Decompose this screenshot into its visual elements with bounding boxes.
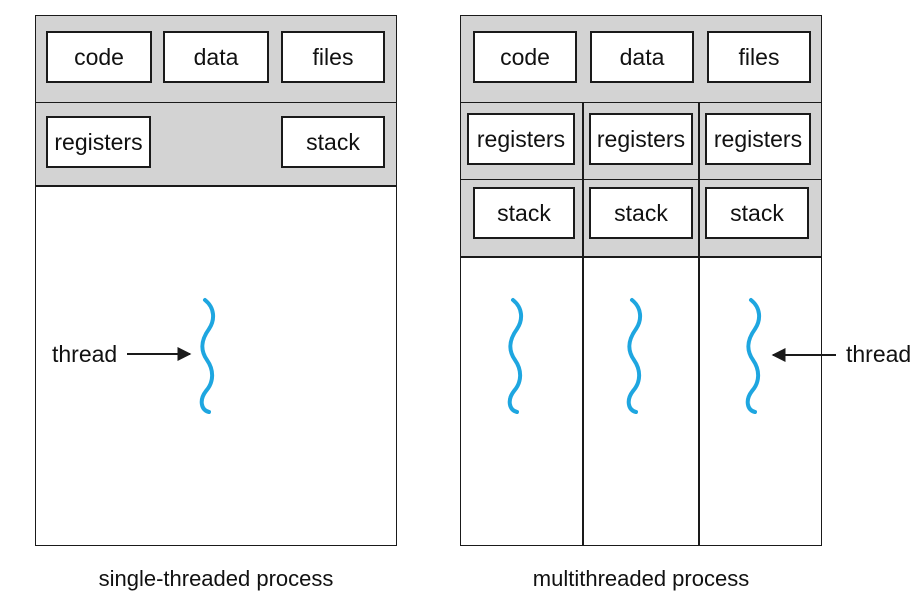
multi-thread-squiggle-3 (745, 298, 762, 414)
multithreaded-process: code data files registers registers regi… (460, 15, 822, 546)
multi-thread-squiggle-2 (626, 298, 643, 414)
multi-code-box: code (473, 31, 577, 83)
multi-band-bottom (461, 256, 821, 258)
multi-registers-box-1: registers (467, 113, 575, 165)
multi-files-box: files (707, 31, 811, 83)
multi-band-divider-1 (461, 102, 821, 104)
single-process-caption: single-threaded process (98, 566, 334, 591)
single-files-box: files (281, 31, 385, 83)
multi-registers-box-3: registers (705, 113, 811, 165)
single-stack-box: stack (281, 116, 385, 168)
single-thread-squiggle (199, 298, 216, 414)
single-registers-box: registers (46, 116, 151, 168)
multi-process-caption: multithreaded process (532, 566, 750, 591)
multi-thread-squiggle-1 (507, 298, 524, 414)
multi-stack-box-2: stack (589, 187, 693, 239)
single-band-bottom (36, 185, 396, 187)
single-code-box: code (46, 31, 152, 83)
multi-thread-label: thread (846, 341, 912, 367)
multi-column-divider-2 (698, 102, 700, 545)
multi-column-divider-1 (582, 102, 584, 545)
multi-data-box: data (590, 31, 694, 83)
single-threaded-process: code data files registers stack (35, 15, 397, 546)
single-thread-label: thread (52, 341, 118, 367)
single-data-box: data (163, 31, 269, 83)
multi-registers-box-2: registers (589, 113, 693, 165)
multi-stack-box-3: stack (705, 187, 809, 239)
multi-stack-box-1: stack (473, 187, 575, 239)
single-band-divider (36, 102, 396, 104)
multi-band-divider-2 (461, 179, 821, 181)
